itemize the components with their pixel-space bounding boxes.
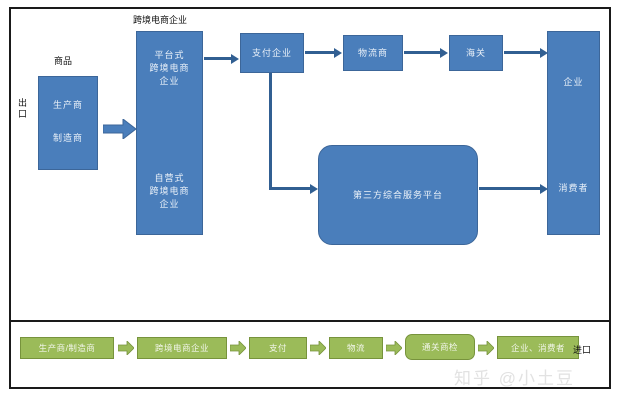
arrow-producer-to-cbec [102, 117, 137, 141]
connector-payment-to-thirdparty [269, 187, 311, 190]
node-platform-cbec-line3: 企业 [159, 76, 180, 86]
cbec-group-label: 跨境电商企业 [133, 15, 188, 25]
node-customs[interactable]: 海关 [449, 35, 503, 71]
diagram-outer-frame [9, 7, 611, 389]
goods-label: 商品 [54, 56, 73, 66]
node-platform-cbec-line1: 平台式 [154, 50, 185, 60]
node-self-cbec-line2: 跨境电商 [149, 186, 190, 196]
arrowhead-payment-to-thirdparty [310, 183, 318, 194]
connector-payment-to-logistics [305, 51, 335, 54]
node-customs-label: 海关 [465, 47, 486, 58]
connector-cbec-to-payment [204, 57, 232, 60]
import-step-6[interactable]: 企业、消费者 [497, 336, 579, 359]
import-arrow-4 [385, 340, 403, 356]
section-divider [11, 320, 609, 322]
import-step-2-label: 跨境电商企业 [154, 343, 209, 353]
import-step-3-label: 支付 [268, 343, 287, 353]
node-cbec-enterprise[interactable]: 平台式 跨境电商 企业 自营式 跨境电商 企业 [136, 31, 203, 235]
node-producer-line2: 制造商 [52, 133, 83, 143]
import-step-5[interactable]: 通关商检 [405, 334, 475, 360]
import-step-3[interactable]: 支付 [249, 337, 307, 359]
arrowhead-thirdparty-to-consumer [540, 183, 548, 194]
arrowhead-payment-to-logistics [334, 47, 342, 58]
connector-thirdparty-to-consumer [479, 187, 541, 190]
node-payment-enterprise[interactable]: 支付企业 [240, 33, 304, 73]
import-step-1[interactable]: 生产商/制造商 [20, 337, 114, 359]
node-platform-cbec-line2: 跨境电商 [149, 63, 190, 73]
arrowhead-cbec-to-payment [231, 53, 239, 64]
watermark: 知乎 @小土豆 [454, 369, 575, 388]
import-arrow-1 [117, 340, 135, 356]
node-self-cbec-line1: 自营式 [154, 173, 185, 183]
import-step-4[interactable]: 物流 [329, 337, 383, 359]
node-consumer-label: 消费者 [558, 183, 589, 193]
import-step-6-label: 企业、消费者 [510, 342, 565, 353]
import-step-4-label: 物流 [346, 343, 365, 353]
node-payment-enterprise-label: 支付企业 [251, 47, 292, 58]
node-logistics-label: 物流商 [357, 47, 388, 58]
arrowhead-logistics-to-customs [440, 47, 448, 58]
node-producer-line1: 生产商 [52, 100, 83, 110]
connector-logistics-to-customs [404, 51, 441, 54]
node-third-party-platform[interactable]: 第三方综合服务平台 [318, 145, 478, 245]
connector-payment-down [269, 73, 272, 190]
node-enterprise-label: 企业 [563, 77, 584, 87]
import-arrow-2 [229, 340, 247, 356]
node-self-cbec-line3: 企业 [159, 199, 180, 209]
import-arrow-5 [477, 340, 495, 356]
import-arrow-3 [309, 340, 327, 356]
import-side-label: 进口 [573, 345, 592, 355]
import-step-1-label: 生产商/制造商 [38, 343, 96, 353]
connector-customs-to-enterprise [504, 51, 541, 54]
import-step-2[interactable]: 跨境电商企业 [137, 337, 227, 359]
node-enterprise-consumer[interactable]: 企业 消费者 [547, 31, 600, 235]
export-side-label: 出口 [17, 98, 27, 120]
arrowhead-customs-to-enterprise [540, 47, 548, 58]
node-producer[interactable]: 生产商 制造商 [38, 76, 98, 170]
node-logistics[interactable]: 物流商 [343, 35, 403, 71]
node-third-party-platform-label: 第三方综合服务平台 [352, 189, 443, 200]
import-step-5-label: 通关商检 [421, 342, 458, 352]
